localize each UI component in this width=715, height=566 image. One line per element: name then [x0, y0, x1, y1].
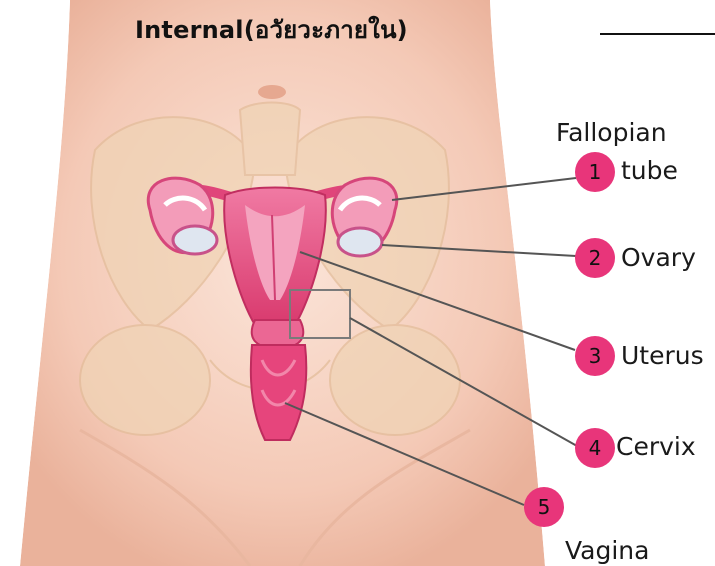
label-fallopian-line2: tube: [621, 158, 678, 183]
badge-4: 4: [575, 428, 615, 468]
label-fallopian-line1: Fallopian: [556, 120, 667, 145]
ovary-right: [338, 228, 382, 256]
badge-2: 2: [575, 238, 615, 278]
badge-3: 3: [575, 336, 615, 376]
label-cervix: Cervix: [616, 434, 696, 459]
diagram-title: Internal(อวัยวะภายใน): [135, 10, 408, 49]
cervix: [252, 320, 304, 345]
label-vagina: Vagina: [565, 538, 649, 563]
answer-blank-line: [600, 33, 715, 35]
label-ovary: Ovary: [621, 245, 696, 270]
navel: [258, 85, 286, 99]
ovary-left: [173, 226, 217, 254]
badge-1: 1: [575, 152, 615, 192]
label-uterus: Uterus: [621, 343, 704, 368]
badge-5: 5: [524, 487, 564, 527]
